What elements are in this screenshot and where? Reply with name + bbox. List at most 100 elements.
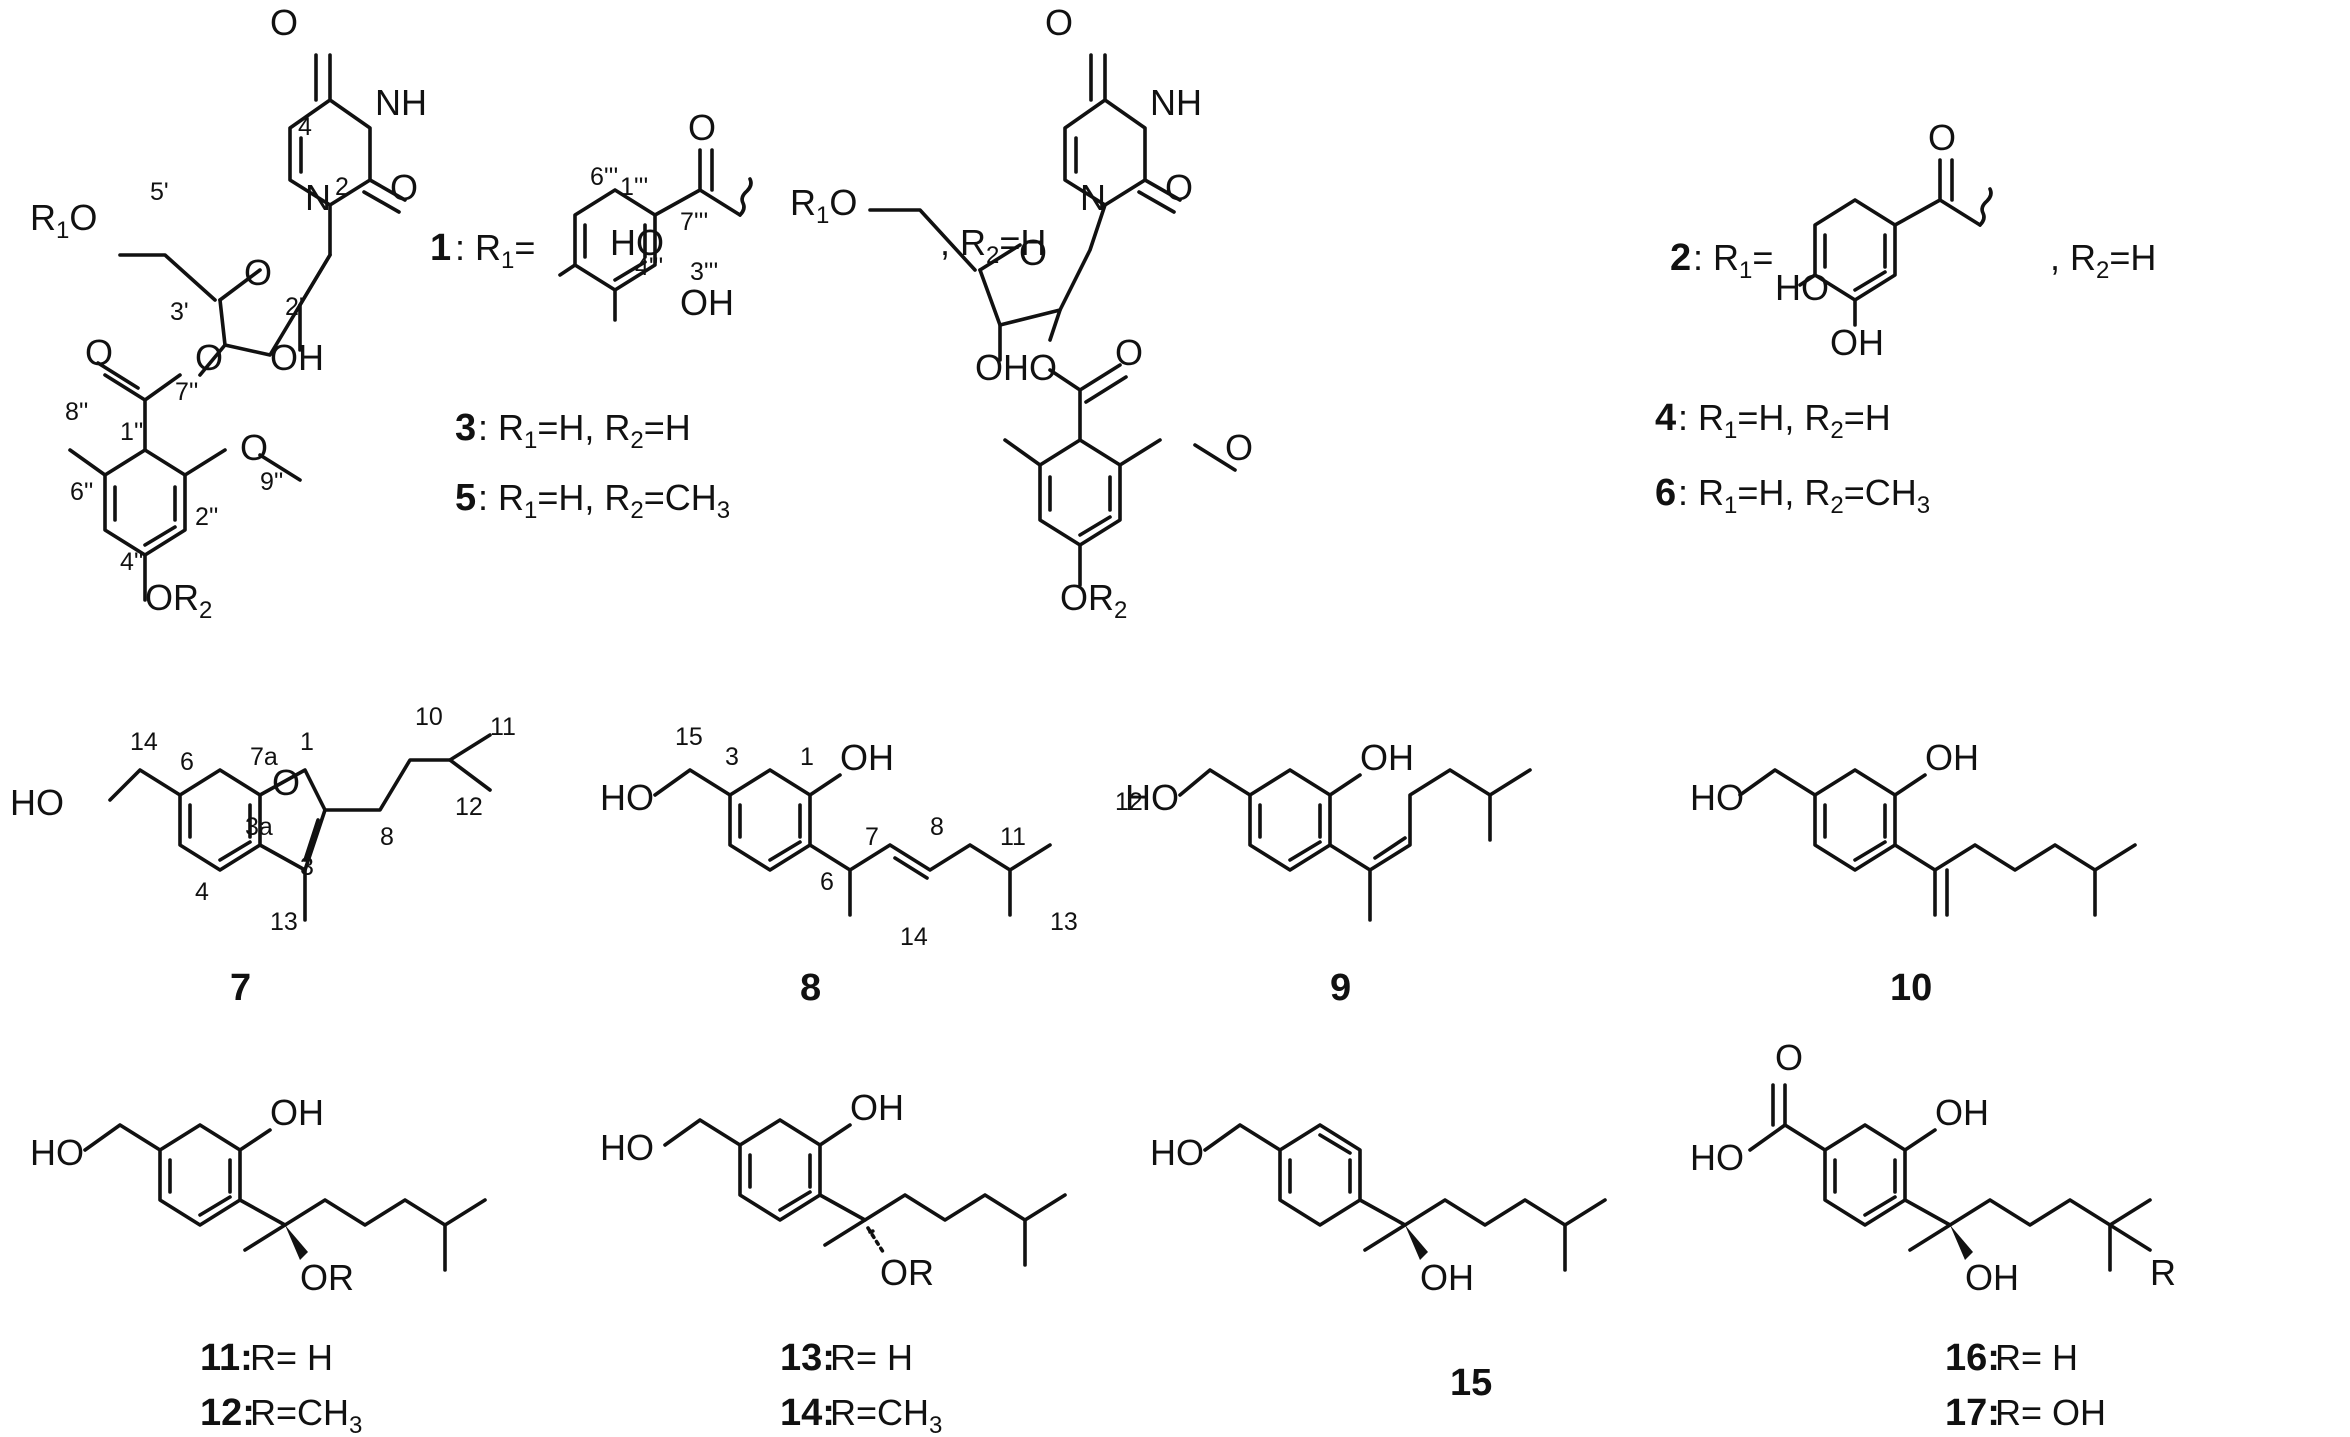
svg-text:1: 1	[800, 743, 814, 771]
labels-compound-15: HO OH 15	[1150, 1132, 1492, 1404]
svg-text:OR2: OR2	[1060, 577, 1127, 624]
svg-text:12: 12	[1115, 788, 1143, 816]
structure-compound-11-12	[83, 1123, 487, 1272]
svg-text:R= H: R= H	[1995, 1337, 2078, 1378]
svg-text:8: 8	[800, 967, 821, 1009]
svg-text:13:: 13:	[780, 1337, 835, 1379]
svg-text:HO: HO	[600, 777, 654, 818]
labels-compound-11-12: HO OH OR 11: R= H 12: R=CH3	[30, 1092, 362, 1437]
svg-text:OH: OH	[680, 282, 734, 323]
svg-text:8: 8	[930, 813, 944, 841]
svg-text:O: O	[1115, 332, 1143, 373]
svg-text:NH: NH	[1150, 82, 1202, 123]
svg-text:OH: OH	[840, 737, 894, 778]
svg-text:OH: OH	[270, 1092, 324, 1133]
labels-compound-7: HO O 14 6 7a 1 10 11 12 3a 8 3 4 13 7	[10, 703, 516, 1009]
svg-text:12:: 12:	[200, 1392, 255, 1434]
svg-text:16:: 16:	[1945, 1337, 2000, 1379]
svg-text:O: O	[1045, 2, 1073, 43]
svg-text:O: O	[244, 252, 272, 293]
svg-text:7: 7	[865, 823, 879, 851]
svg-text:OR: OR	[300, 1257, 354, 1298]
svg-text:HO: HO	[600, 1127, 654, 1168]
svg-text:3: 3	[300, 853, 314, 881]
svg-text:O: O	[195, 337, 223, 378]
svg-text:R=CH3: R=CH3	[250, 1392, 362, 1437]
svg-text:O: O	[1928, 117, 1956, 158]
svg-text:R= H: R= H	[830, 1337, 913, 1378]
svg-text:: R1=H, R2=CH3: : R1=H, R2=CH3	[1678, 472, 1930, 519]
svg-text:O: O	[688, 107, 716, 148]
svg-text:11:: 11:	[200, 1337, 253, 1379]
svg-text:7'': 7''	[175, 378, 198, 406]
svg-text:O: O	[272, 762, 300, 803]
svg-text:HO: HO	[610, 222, 664, 263]
svg-text:OH: OH	[270, 337, 324, 378]
svg-text:7''': 7'''	[680, 208, 708, 236]
svg-text:OR2: OR2	[145, 577, 212, 624]
structure-compound-2	[868, 53, 1993, 587]
svg-text:10: 10	[1890, 967, 1932, 1009]
svg-text:O: O	[1775, 1037, 1803, 1078]
svg-text:3: 3	[455, 407, 476, 449]
svg-text:OH: OH	[1965, 1257, 2019, 1298]
labels-compound-8: HO OH 15 3 1 7 8 12 11 6 14 13 8	[600, 723, 1143, 1009]
svg-text:14: 14	[900, 923, 928, 951]
svg-text:3''': 3'''	[690, 258, 718, 286]
structure-compound-10	[1738, 768, 2137, 917]
svg-text:15: 15	[675, 723, 703, 751]
svg-text:O: O	[1225, 427, 1253, 468]
svg-text:7a: 7a	[250, 743, 278, 771]
labels-compound-9: HO OH 9	[1125, 737, 1414, 1009]
svg-text:R1O: R1O	[790, 182, 857, 229]
svg-text:R= H: R= H	[250, 1337, 333, 1378]
svg-text:6: 6	[1655, 472, 1676, 514]
svg-text:R1O: R1O	[30, 197, 97, 244]
svg-text:: R1=H, R2=CH3: : R1=H, R2=CH3	[478, 477, 730, 524]
structure-compound-7	[108, 733, 492, 922]
svg-text:OH: OH	[1420, 1257, 1474, 1298]
svg-text:3': 3'	[170, 298, 189, 326]
labels-compound-1: O NH O N O R1O OH O O O OR2 4 2 5' 3' 2'…	[30, 2, 1046, 624]
svg-text:10: 10	[415, 703, 443, 731]
svg-text:OH: OH	[1935, 1092, 1989, 1133]
svg-text:O: O	[270, 2, 298, 43]
svg-text:O: O	[1165, 167, 1193, 208]
svg-text:OH: OH	[1925, 737, 1979, 778]
svg-text:3: 3	[725, 743, 739, 771]
svg-text:6: 6	[820, 868, 834, 896]
svg-text:12: 12	[455, 793, 483, 821]
svg-text:6: 6	[180, 748, 194, 776]
svg-text:HO: HO	[1150, 1132, 1204, 1173]
svg-text:4'': 4''	[120, 548, 143, 576]
svg-text:: R1=: : R1=	[1693, 237, 1773, 284]
svg-text:OR: OR	[880, 1252, 934, 1293]
svg-text:17:: 17:	[1945, 1392, 2000, 1434]
svg-text:HO: HO	[1690, 1137, 1744, 1178]
svg-text:HO: HO	[30, 1132, 84, 1173]
svg-text:4: 4	[298, 113, 312, 141]
svg-text:3a: 3a	[245, 813, 273, 841]
svg-text:11: 11	[490, 713, 516, 741]
svg-text:6''': 6'''	[590, 163, 618, 191]
svg-text:2: 2	[335, 173, 349, 201]
svg-text:6'': 6''	[70, 478, 93, 506]
svg-text:OH: OH	[1360, 737, 1414, 778]
svg-text:O: O	[240, 427, 268, 468]
svg-text:11: 11	[1000, 823, 1026, 851]
svg-text:4: 4	[1655, 397, 1676, 439]
svg-text:, R2=H: , R2=H	[2050, 237, 2156, 284]
svg-text:7: 7	[230, 967, 251, 1009]
svg-text:2'': 2''	[195, 503, 218, 531]
svg-text:13: 13	[1050, 908, 1078, 936]
svg-text:R= OH: R= OH	[1995, 1392, 2106, 1433]
labels-compound-16-17: O HO OH OH R 16: R= H 17: R= OH	[1690, 1037, 2176, 1434]
svg-text:HO: HO	[1775, 267, 1829, 308]
svg-text:5: 5	[455, 477, 476, 519]
svg-text:8: 8	[380, 823, 394, 851]
svg-text:R=CH3: R=CH3	[830, 1392, 942, 1437]
structure-compound-16-17	[1748, 1083, 2152, 1272]
svg-text:9'': 9''	[260, 468, 283, 496]
svg-text:O: O	[85, 332, 113, 373]
